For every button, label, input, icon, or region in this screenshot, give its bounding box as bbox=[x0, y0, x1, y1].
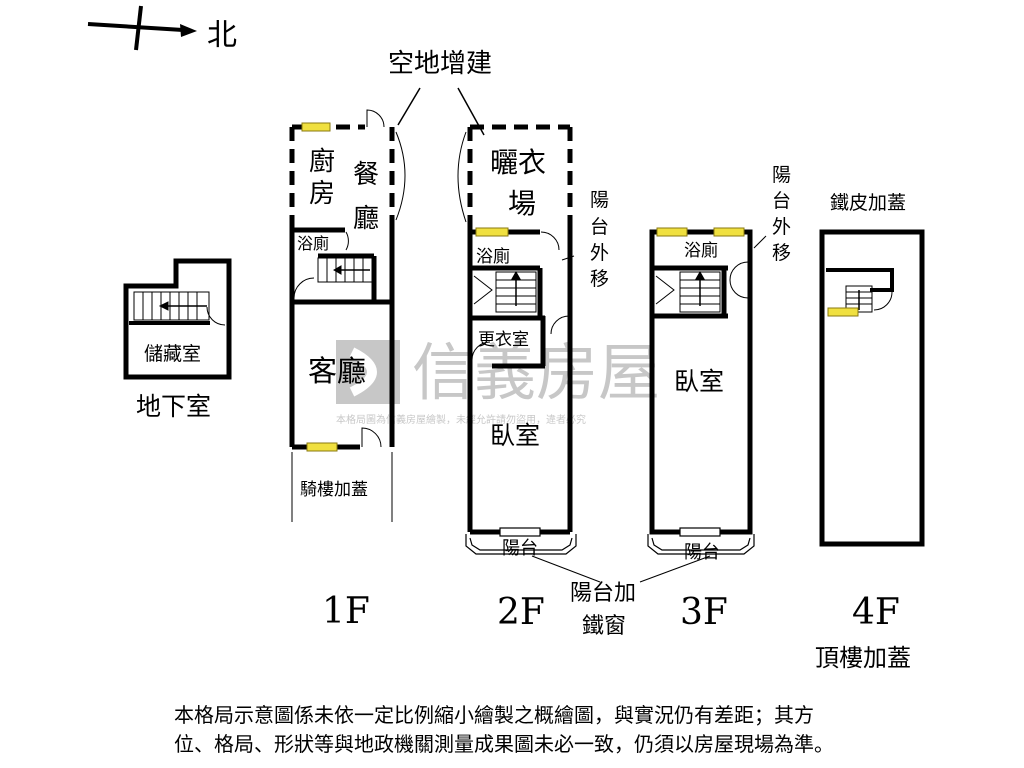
svg-text:外: 外 bbox=[590, 242, 609, 264]
compass-cross-bar bbox=[134, 5, 143, 51]
basement-stairs-icon bbox=[133, 291, 210, 321]
svg-text:陽: 陽 bbox=[772, 164, 791, 186]
disclaimer-line-2: 位、格局、形狀等與地政機關測量成果圖未必一致，仍須以房屋現場為準。 bbox=[174, 732, 834, 756]
svg-text:外: 外 bbox=[772, 216, 791, 238]
f1-stairs-icon bbox=[317, 257, 373, 283]
f3-floor-label: 3F bbox=[680, 592, 728, 633]
f4-floor-label: 4F bbox=[852, 592, 900, 633]
balcony-iron-window-annotation: 陽台加 鐵窗 bbox=[531, 555, 711, 639]
basement-floor-label: 地下室 bbox=[136, 392, 211, 421]
f3-balcony-label: 陽台 bbox=[684, 542, 720, 563]
f1-floor-label: 1F bbox=[322, 591, 370, 632]
f2-dressing-label: 更衣室 bbox=[478, 330, 529, 350]
compass-arrow-head-icon bbox=[180, 24, 197, 37]
f2-balcony-label: 陽台 bbox=[502, 538, 538, 559]
f2-balcony-relocated-note: 陽 台 外 移 bbox=[590, 189, 609, 290]
balcony-iron-window-line2: 鐵窗 bbox=[582, 614, 626, 639]
f2-floor-label: 2F bbox=[497, 592, 545, 633]
f3-stairs-icon bbox=[655, 270, 721, 313]
basement-outline bbox=[123, 258, 232, 380]
f3-bedroom-label: 臥室 bbox=[674, 367, 724, 396]
f2-bath-label: 浴廁 bbox=[476, 246, 510, 267]
floor-4f-plan: 鐵皮加蓋 4F 頂樓加蓋 bbox=[815, 192, 925, 672]
compass-arrow-shaft bbox=[87, 22, 184, 32]
watermark-notice: 本格局圖為信義房屋繪製，未經允許請勿盜用，違者必究 bbox=[336, 413, 586, 426]
f4-rooftop-addition-label: 頂樓加蓋 bbox=[815, 644, 911, 672]
svg-text:移: 移 bbox=[772, 242, 791, 264]
compass: 北 bbox=[87, 5, 237, 53]
svg-text:台: 台 bbox=[590, 216, 609, 238]
f3-balcony-outline bbox=[647, 527, 755, 555]
f2-laundry-label-2: 場 bbox=[508, 187, 536, 220]
f3-window-2-icon bbox=[713, 227, 745, 237]
floor-1f-plan: 廚 房 餐 廳 浴廁 客廳 騎樓加蓋 1F bbox=[289, 109, 406, 632]
balcony-iron-window-line1: 陽台加 bbox=[570, 581, 636, 606]
disclaimer-line-1: 本格局示意圖係未依一定比例縮小繪製之概繪圖，與實況仍有差距；其方 bbox=[174, 703, 814, 727]
watermark-brand: 信義房屋 bbox=[412, 336, 660, 409]
vacant-addition-label: 空地增建 bbox=[388, 49, 492, 79]
compass-north-label: 北 bbox=[207, 18, 237, 53]
f2-balcony-outline bbox=[465, 527, 577, 555]
pointer-line-1f bbox=[397, 87, 421, 126]
f2-laundry-label-1: 曬衣 bbox=[490, 146, 546, 179]
f2-addition-dashed-outline bbox=[467, 124, 573, 228]
f2-window-top-icon bbox=[475, 227, 509, 237]
f1-arcade-label: 騎樓加蓋 bbox=[300, 480, 368, 500]
f1-kitchen-label-2: 房 bbox=[309, 179, 335, 209]
f1-back-door-icon bbox=[366, 109, 385, 128]
f3-window-1-icon bbox=[656, 227, 688, 237]
svg-text:陽: 陽 bbox=[590, 189, 609, 211]
f1-kitchen-label-1: 廚 bbox=[309, 147, 335, 177]
svg-text:台: 台 bbox=[772, 190, 791, 212]
f4-sheet-metal-label: 鐵皮加蓋 bbox=[830, 192, 906, 214]
f1-front-door-icon bbox=[361, 427, 382, 448]
f2-stairs-icon bbox=[473, 270, 537, 313]
f4-window-icon bbox=[827, 307, 859, 317]
f1-walls bbox=[289, 227, 395, 450]
watermark: 信義房屋 本格局圖為信義房屋繪製，未經允許請勿盜用，違者必究 bbox=[336, 336, 660, 426]
svg-text:移: 移 bbox=[590, 268, 609, 290]
f4-stairs-icon bbox=[845, 285, 893, 313]
basement-storage-label: 儲藏室 bbox=[144, 343, 201, 365]
f1-window-front-icon bbox=[306, 442, 338, 452]
f4-outline bbox=[819, 229, 925, 547]
f3-bath-label: 浴廁 bbox=[684, 240, 718, 261]
f1-window-top-icon bbox=[301, 122, 331, 132]
f1-living-label: 客廳 bbox=[308, 354, 366, 388]
f2-bedroom-label: 臥室 bbox=[490, 421, 540, 450]
f3-balcony-relocated-note: 陽 台 外 移 bbox=[772, 164, 791, 264]
disclaimer: 本格局示意圖係未依一定比例縮小繪製之概繪圖，與實況仍有差距；其方 位、格局、形狀… bbox=[174, 703, 834, 756]
f1-dining-label-1: 餐 bbox=[353, 160, 379, 190]
basement-plan: 儲藏室 地下室 bbox=[123, 258, 232, 421]
f2-walls bbox=[467, 228, 573, 535]
floor-3f-plan: 浴廁 臥室 陽台 陽 台 外 移 3F bbox=[647, 164, 791, 633]
f1-dining-label-2: 廳 bbox=[353, 204, 379, 234]
floor-2f-plan: 曬衣 場 浴廁 更衣室 臥室 陽台 陽 台 外 移 2F bbox=[457, 124, 609, 633]
f1-bath-label: 浴廁 bbox=[297, 234, 329, 253]
basement-door-swing-icon bbox=[206, 306, 226, 326]
